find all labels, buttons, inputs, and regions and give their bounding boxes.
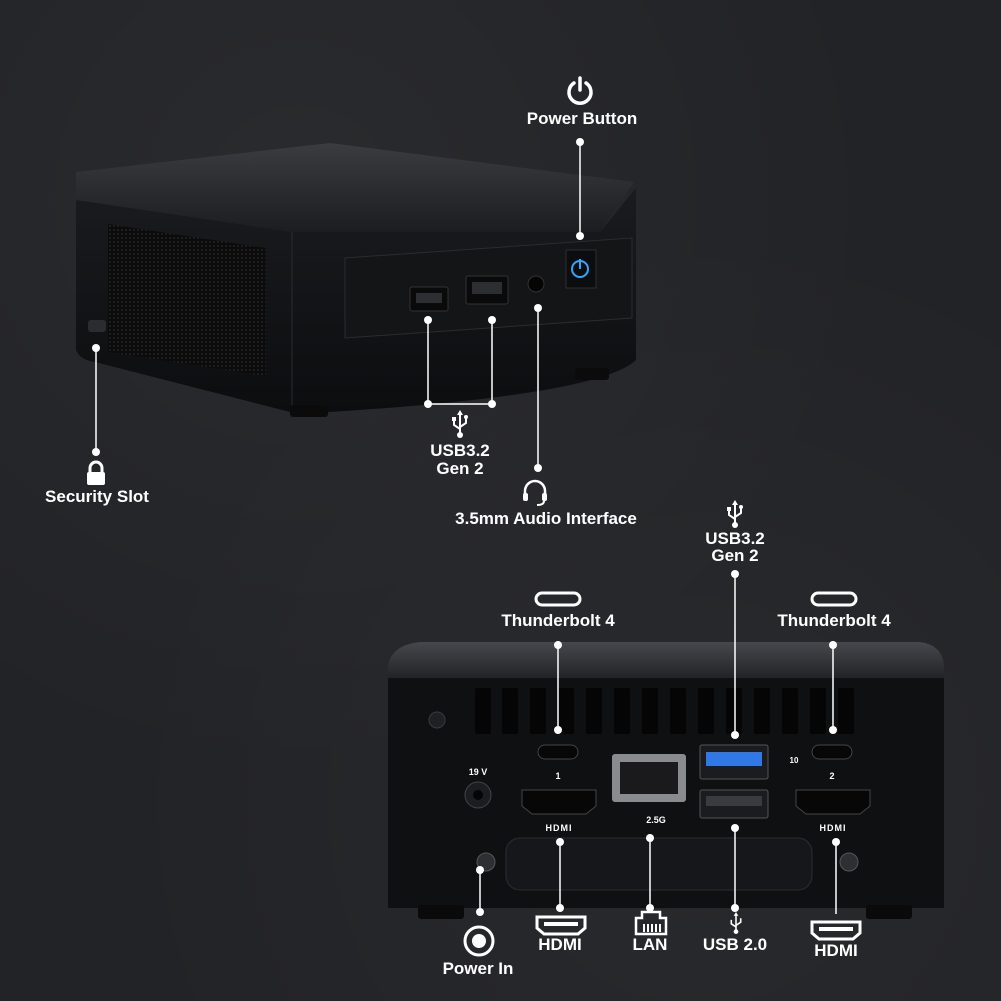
usb-icon	[727, 500, 743, 528]
usb-speed-mark: 10	[789, 756, 799, 765]
thunderbolt-right-label: Thunderbolt 4	[777, 611, 891, 630]
audio-interface-label: 3.5mm Audio Interface	[455, 509, 637, 528]
callout-lines	[95, 142, 837, 914]
thunderbolt-port-icon	[810, 591, 858, 607]
hdmi-port-icon	[810, 920, 862, 941]
usb-front-label-line2: Gen 2	[436, 459, 484, 478]
tb-port-1-mark: 1	[555, 771, 561, 781]
usb-front-label-line1: USB3.2	[430, 441, 490, 460]
security-slot-label: Security Slot	[45, 487, 149, 506]
power-button-label: Power Button	[526, 109, 638, 128]
usb2-label: USB 2.0	[702, 935, 768, 954]
usb-rear-label-line1: USB3.2	[705, 529, 765, 548]
dc-voltage-mark: 19 V	[468, 767, 488, 777]
front-unit	[76, 143, 636, 417]
lan-label: LAN	[632, 935, 668, 954]
hdmi-logo-left: HDMI	[545, 823, 573, 833]
thunderbolt-left-label: Thunderbolt 4	[501, 611, 615, 630]
hdmi-right-label: HDMI	[814, 941, 858, 960]
callout-dots	[92, 138, 840, 916]
power-icon	[567, 76, 593, 105]
lan-speed-mark: 2.5G	[646, 815, 666, 825]
dc-jack-icon	[463, 925, 495, 957]
power-in-label: Power In	[442, 959, 514, 978]
hdmi-logo-right: HDMI	[819, 823, 847, 833]
tb-port-2-mark: 2	[829, 771, 835, 781]
usb-icon	[452, 410, 468, 438]
usb-icon	[730, 912, 742, 934]
usb-rear-label-line2: Gen 2	[711, 546, 759, 565]
headset-icon	[523, 479, 547, 506]
thunderbolt-port-icon	[534, 591, 582, 607]
hdmi-port-icon	[535, 915, 587, 936]
lock-icon	[87, 460, 105, 485]
hdmi-left-label: HDMI	[538, 935, 582, 954]
lan-port-icon	[634, 910, 668, 936]
